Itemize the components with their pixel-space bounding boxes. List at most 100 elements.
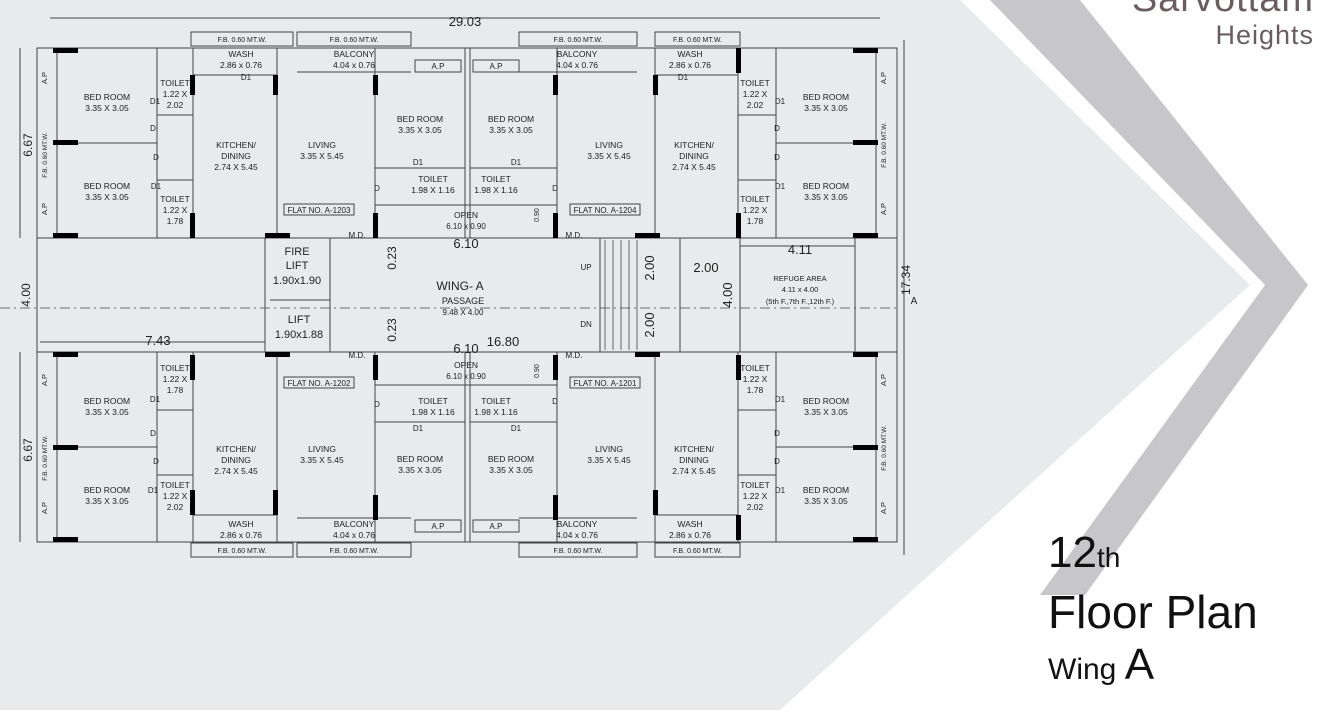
bed-room: BED ROOM — [803, 181, 849, 191]
column — [265, 352, 290, 357]
fb-strip — [296, 31, 412, 47]
column — [653, 490, 658, 515]
open-area: OPEN — [454, 210, 478, 220]
dim-corridor: 16.80 — [487, 334, 520, 349]
column — [553, 355, 558, 380]
ap-label: A.P — [879, 374, 888, 386]
toilet: TOILET — [481, 396, 511, 406]
column — [373, 75, 378, 95]
fb-label: F.B. 0.60 MT.W. — [553, 37, 602, 44]
door-label: D — [374, 184, 380, 193]
door-label: D — [374, 400, 380, 409]
door-label: D1 — [511, 158, 522, 167]
ap-box — [414, 59, 462, 73]
flat-number: FLAT NO. A-1201 — [574, 379, 637, 388]
open-area: OPEN — [454, 360, 478, 370]
toilet-dim: 1.22 X — [163, 374, 188, 384]
toilet-dim: 1.98 X 1.16 — [474, 185, 518, 195]
column — [53, 48, 78, 53]
ap-label: A.P — [490, 62, 503, 71]
kitchen: DINING — [679, 151, 709, 161]
toilet-dim: 1.98 X 1.16 — [411, 185, 455, 195]
dim-open-top: 6.10 — [453, 236, 478, 251]
wash-dim: 2.86 x 0.76 — [669, 530, 711, 540]
toilet: TOILET — [418, 174, 448, 184]
toilet-dim: 1.22 X — [163, 205, 188, 215]
kitchen: DINING — [221, 151, 251, 161]
ap-box — [414, 519, 462, 533]
brand-sub: Heights — [1215, 20, 1314, 50]
door-label: D — [774, 457, 780, 466]
ap-label: A.P — [40, 72, 49, 84]
fb-strip — [654, 31, 741, 47]
bed-room: BED ROOM — [84, 396, 130, 406]
section-marker: A — [911, 296, 918, 307]
toilet-dim: 2.02 — [167, 100, 184, 110]
dim-left-upper: 6.67 — [21, 133, 35, 157]
living: LIVING — [308, 444, 336, 454]
bed-room: BED ROOM — [803, 92, 849, 102]
toilet-dim: 1.22 X — [743, 491, 768, 501]
column — [373, 355, 378, 380]
balcony-dim: 4.04 x 0.76 — [333, 60, 375, 70]
fire-lift-label: FIRE — [284, 246, 309, 258]
column — [373, 213, 378, 238]
floor-suffix: th — [1096, 542, 1121, 573]
toilet-dim: 2.02 — [747, 502, 764, 512]
bed-room-dim: 3.35 X 3.05 — [398, 125, 442, 135]
wash: WASH — [228, 519, 253, 529]
living-dim: 3.35 X 5.45 — [587, 151, 631, 161]
toilet: TOILET — [160, 363, 190, 373]
toilet: TOILET — [740, 194, 770, 204]
toilet-dim: 1.98 X 1.16 — [411, 407, 455, 417]
living-dim: 3.35 X 5.45 — [300, 455, 344, 465]
balcony-dim: 4.04 x 0.76 — [333, 530, 375, 540]
bed-room-dim: 3.35 X 3.05 — [489, 465, 533, 475]
toilet: TOILET — [160, 78, 190, 88]
toilet: TOILET — [481, 174, 511, 184]
wing-label: WING- A — [436, 279, 483, 293]
main-door-label: M.D. — [349, 351, 366, 360]
middle-band-outline — [36, 237, 898, 353]
door-label: D1 — [413, 424, 424, 433]
lift-dim: 1.90x1.88 — [275, 329, 323, 341]
fb-label: F.B. 0.60 MT.W. — [217, 548, 266, 555]
door-label: D1 — [678, 73, 689, 82]
column — [53, 537, 78, 542]
bed-room: BED ROOM — [488, 454, 534, 464]
door-label: D1 — [241, 73, 252, 82]
column — [53, 233, 78, 238]
door-label: D1 — [150, 395, 161, 404]
fb-strip — [296, 542, 412, 558]
flat-number-box — [283, 376, 355, 389]
column — [635, 233, 660, 238]
kitchen: KITCHEN/ — [674, 140, 714, 150]
column — [53, 140, 78, 145]
ap-box — [472, 519, 520, 533]
toilet-dim: 1.22 X — [743, 89, 768, 99]
dim-stair-400: 4.00 — [720, 282, 735, 307]
ap-label: A.P — [432, 522, 445, 531]
lift-label: LIFT — [288, 314, 311, 326]
balcony: BALCONY — [334, 519, 375, 529]
column — [853, 445, 878, 450]
door-label: D1 — [148, 486, 159, 495]
floor-plan-heading: Floor Plan — [1048, 586, 1258, 638]
open-090: 0.90 — [534, 364, 541, 378]
toilet: TOILET — [740, 78, 770, 88]
refuge-dim: 4.11 x 4.00 — [782, 285, 819, 294]
ap-label: A.P — [879, 203, 888, 215]
column — [273, 490, 278, 515]
door-label: D1 — [775, 395, 786, 404]
fire-lift-dim: 1.90x1.90 — [273, 275, 321, 287]
toilet-dim: 1.78 — [747, 385, 764, 395]
fb-strip — [518, 31, 638, 47]
ap-label: A.P — [490, 522, 503, 531]
column — [190, 213, 195, 238]
toilet-dim: 1.22 X — [163, 89, 188, 99]
kitchen: KITCHEN/ — [674, 444, 714, 454]
fb-label: F.B. 0.60 MT.W. — [553, 548, 602, 555]
column — [653, 75, 658, 95]
